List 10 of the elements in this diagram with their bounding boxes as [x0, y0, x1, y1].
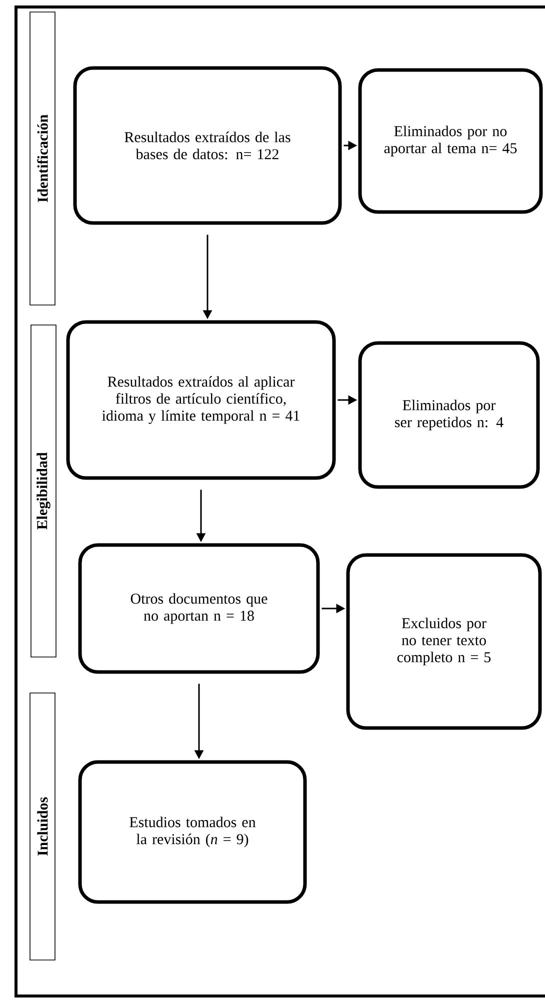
process-box: Eliminados por no aportar al tema n= 45	[358, 68, 543, 214]
process-box: Otros documentos que no aportan n = 18	[78, 543, 320, 674]
process-box: Eliminados por ser repetidos n: 4	[358, 341, 540, 489]
phase-label: Elegibilidad	[30, 324, 56, 658]
phase-label: Identificación	[30, 12, 56, 306]
process-box: Resultados extraídos de las bases de datos: n= 122	[73, 66, 342, 225]
process-box: Resultados extraídos al aplicar filtros de artículo científico, idioma y límite temporal n = 41	[66, 320, 336, 480]
process-box: Estudios tomados en la revisión (n = 9)	[78, 760, 307, 904]
process-box: Excluidos por no tener texto completo n = 5	[346, 553, 542, 730]
phase-label: Incluidos	[30, 692, 56, 960]
